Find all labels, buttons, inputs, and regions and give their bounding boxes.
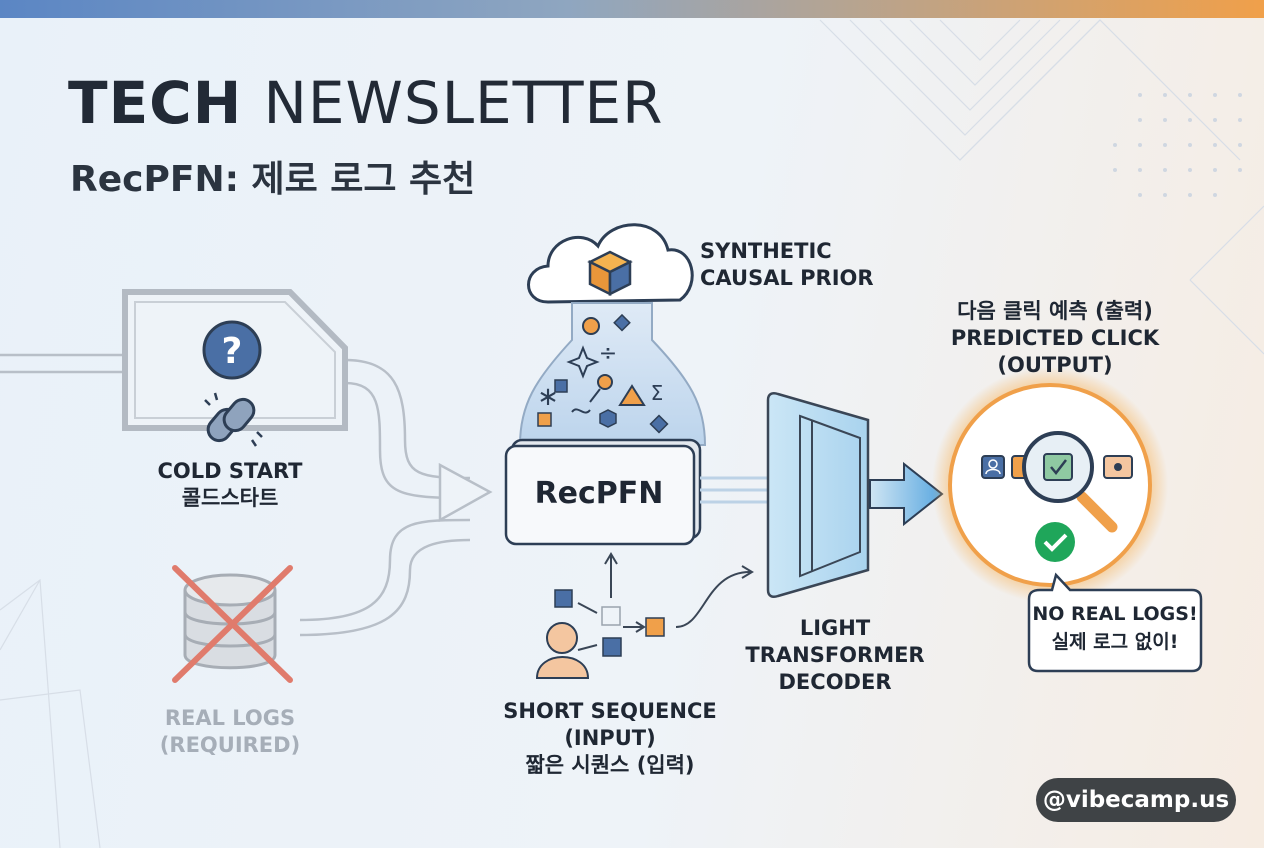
input-arrows (577, 552, 754, 651)
decoder-label-line1: LIGHT (799, 616, 871, 640)
decoder-label-line2: TRANSFORMER (745, 643, 925, 667)
output-label-ko: 다음 클릭 예측 (출력) (957, 299, 1153, 323)
sequence-label-line2: (INPUT) (564, 726, 656, 750)
division-icon: ÷ (599, 341, 617, 366)
title-bold: TECH (68, 69, 243, 137)
shape-circle-icon (582, 317, 600, 335)
cold-start-label-ko: 콜드스타트 (181, 486, 279, 510)
sequence-label-line3: 짧은 시퀀스 (입력) (525, 753, 695, 777)
dot-pattern (1113, 93, 1242, 197)
squiggle-icon (571, 408, 591, 414)
question-mark-glyph: ? (222, 331, 243, 372)
real-logs-label-line1: REAL LOGS (164, 706, 296, 730)
sequence-item-icon (602, 637, 622, 657)
page-subtitle: RecPFN: 제로 로그 추천 (70, 159, 476, 200)
shape-square-orange-icon (537, 412, 552, 427)
cross-icon (172, 565, 293, 683)
real-logs-database-icon (172, 565, 293, 683)
shape-dot-icon (597, 374, 613, 390)
sequence-icons (535, 589, 665, 679)
recpfn-label: RecPFN (534, 476, 664, 511)
prior-label-line2: CAUSAL PRIOR (700, 266, 874, 290)
small-cube-icon (599, 409, 617, 428)
sequence-item-icon (554, 589, 573, 608)
question-icon (202, 320, 262, 380)
cold-start-folder: ? (122, 289, 348, 447)
real-logs-label-line2: (REQUIRED) (159, 733, 301, 757)
bubble-text-line1: NO REAL LOGS! (1032, 603, 1198, 625)
speech-bubble (1027, 572, 1203, 673)
output-arrow (869, 461, 944, 527)
cold-start-label-en: COLD START (157, 459, 303, 483)
bubble-text: NO REAL LOGS! 실제 로그 없이! (1030, 600, 1200, 656)
broken-link-icon (204, 392, 263, 447)
prior-flask-icon: ÷ ∗ Σ (518, 302, 707, 446)
cold-start-label: COLD START 콜드스타트 (130, 458, 330, 512)
watermark-badge: @vibecamp.us (1036, 778, 1236, 822)
prior-label: SYNTHETIC CAUSAL PRIOR (700, 238, 880, 292)
prediction-output-circle (932, 367, 1168, 603)
shape-diamond-small-icon (649, 414, 669, 434)
decoder-label: LIGHT TRANSFORMER DECODER (735, 615, 935, 696)
output-label-line2: PREDICTED CLICK (950, 326, 1160, 350)
sparkle-icon (566, 345, 600, 379)
profile-icon (981, 455, 1005, 479)
prior-label-line1: SYNTHETIC (700, 239, 832, 263)
sigma-icon: Σ (651, 381, 664, 405)
cube-icon (587, 250, 633, 297)
check-icon (1035, 522, 1075, 562)
output-label-line3: (OUTPUT) (997, 353, 1113, 377)
diamond-grid-pattern (819, 19, 1264, 355)
recpfn-model-box (504, 438, 702, 546)
decoder-label-line3: DECODER (778, 670, 892, 694)
shape-square-icon (554, 379, 568, 393)
shape-triangle-icon (618, 384, 646, 406)
real-logs-label: REAL LOGS (REQUIRED) (130, 705, 330, 759)
cloud-icon (527, 223, 694, 304)
shape-diamond-icon (613, 313, 631, 332)
corner-wireframe (0, 578, 101, 848)
sequence-item-icon (645, 617, 665, 637)
title-light: NEWSLETTER (263, 69, 664, 137)
asterisk-icon: ∗ (537, 382, 559, 412)
sequence-item-icon (601, 606, 621, 626)
sequence-label: SHORT SEQUENCE (INPUT) 짧은 시퀀스 (입력) (500, 698, 720, 779)
top-gradient-bar (0, 0, 1264, 18)
page-title: TECH NEWSLETTER (68, 68, 663, 138)
input-flow-lines (0, 353, 493, 637)
bubble-text-line2: 실제 로그 없이! (1051, 631, 1179, 653)
output-label: 다음 클릭 예측 (출력) PREDICTED CLICK (OUTPUT) (940, 298, 1170, 379)
user-icon (535, 622, 590, 679)
sequence-label-line1: SHORT SEQUENCE (503, 699, 717, 723)
connector-lines (700, 476, 768, 504)
magnifier-icon (1022, 431, 1118, 533)
transformer-decoder-block (766, 392, 870, 598)
